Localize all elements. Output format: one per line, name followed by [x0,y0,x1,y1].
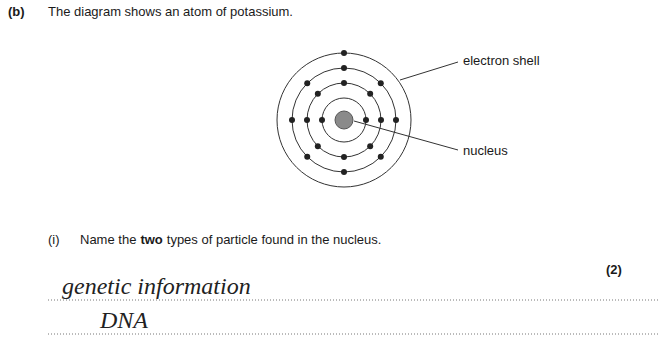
electron-dot [341,80,347,86]
electron-dot [341,50,347,56]
electron-dot [289,117,295,123]
electron-dot [341,154,347,160]
diagram-label: nucleus [463,143,508,159]
answer-line [48,334,660,335]
part-number: (i) [48,232,60,248]
leader-line [354,121,458,150]
question-text: Name the [80,232,136,248]
electron-dot [315,91,321,97]
handwritten-answer: DNA [100,306,148,334]
electron-shell [277,53,411,187]
mark-allocation: (2) [606,262,622,278]
electron-dot [367,91,373,97]
electron-dot [378,80,384,86]
handwritten-answer: genetic information [62,272,251,300]
question-stem: The diagram shows an atom of potassium. [48,4,293,20]
electron-dot [363,117,369,123]
question-text: types of particle found in the nucleus. [167,232,382,248]
electron-dot [315,143,321,149]
answer-line [48,300,660,301]
electron-dot [304,154,310,160]
electron-shells [277,53,411,187]
diagram-label: electron shell [463,53,540,69]
electron-shell [307,83,381,157]
electron-shell [292,68,396,172]
part-letter: (b) [8,4,25,20]
electron-dot [304,117,310,123]
electrons [289,50,399,175]
leader-line [400,62,458,80]
question-text: two [140,232,162,248]
electron-dot [341,65,347,71]
electron-dot [378,154,384,160]
electron-dot [319,117,325,123]
electron-dot [367,143,373,149]
electron-dot [341,169,347,175]
electron-dot [393,117,399,123]
electron-shell [322,98,366,142]
electron-dot [378,117,384,123]
electron-dot [304,80,310,86]
nucleus-symbol [335,111,353,129]
